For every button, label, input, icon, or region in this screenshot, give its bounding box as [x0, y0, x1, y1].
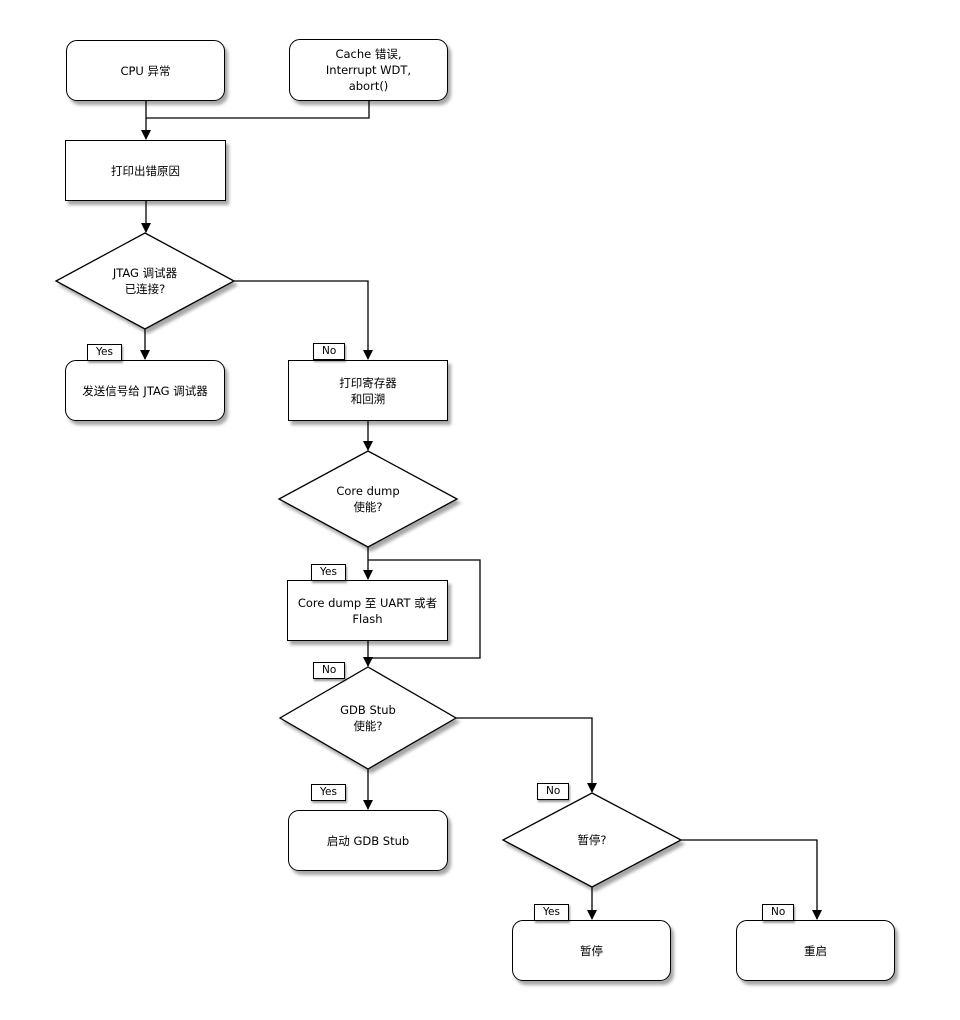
node-start-gdb-stub: 启动 GDB Stub — [288, 810, 448, 871]
edge-label-gdb-yes: Yes — [311, 784, 346, 801]
edge-halt-no — [681, 839, 822, 920]
node-print-registers-backtrace: 打印寄存器 和回溯 — [288, 360, 448, 421]
diamond-core-dump-enabled — [277, 450, 459, 548]
edge-label-gdb-no: No — [537, 783, 570, 800]
node-halt: 暂停 — [512, 920, 671, 981]
node-cpu-exception: CPU 异常 — [66, 40, 225, 101]
diamond-gdb-stub-enabled — [278, 666, 458, 770]
node-label: CPU 异常 — [120, 63, 171, 78]
edge-cache-to-merge — [146, 101, 370, 119]
node-label-line: Cache 错误, — [335, 47, 402, 61]
node-label: Core dump 至 UART 或者 Flash — [297, 595, 438, 626]
node-print-error-reason: 打印出错原因 — [65, 140, 226, 201]
edge-label-halt-yes: Yes — [534, 904, 569, 921]
edge-label-jtag-yes: Yes — [87, 344, 122, 361]
node-label-line: 和回溯 — [350, 391, 386, 406]
edge-coredump-no-bypass — [368, 559, 481, 659]
node-core-dump-dest: Core dump 至 UART 或者 Flash — [287, 580, 448, 641]
node-label: 暂停 — [580, 943, 603, 958]
edge-jtag-no — [234, 280, 373, 360]
diamond-halt-question — [501, 792, 683, 888]
node-label: 打印出错原因 — [111, 163, 180, 178]
edge-label-coredump-yes: Yes — [311, 564, 346, 581]
node-label-line: Interrupt WDT, — [325, 63, 412, 77]
node-label: 发送信号给 JTAG 调试器 — [82, 383, 208, 398]
node-label: 启动 GDB Stub — [326, 833, 410, 848]
node-label-line: 打印寄存器 — [339, 375, 397, 390]
node-label-line: abort() — [348, 79, 389, 93]
edge-label-halt-no: No — [762, 904, 795, 921]
edge-label-jtag-no: No — [313, 343, 346, 360]
diamond-jtag-connected — [54, 232, 236, 330]
node-reboot: 重启 — [736, 920, 895, 981]
edge-gdb-no — [456, 717, 597, 793]
node-cache-error: Cache 错误, Interrupt WDT, abort() — [289, 39, 448, 101]
edge-label-coredump-no: No — [313, 662, 346, 679]
node-label: 重启 — [804, 943, 827, 958]
node-send-signal-jtag: 发送信号给 JTAG 调试器 — [65, 360, 225, 421]
